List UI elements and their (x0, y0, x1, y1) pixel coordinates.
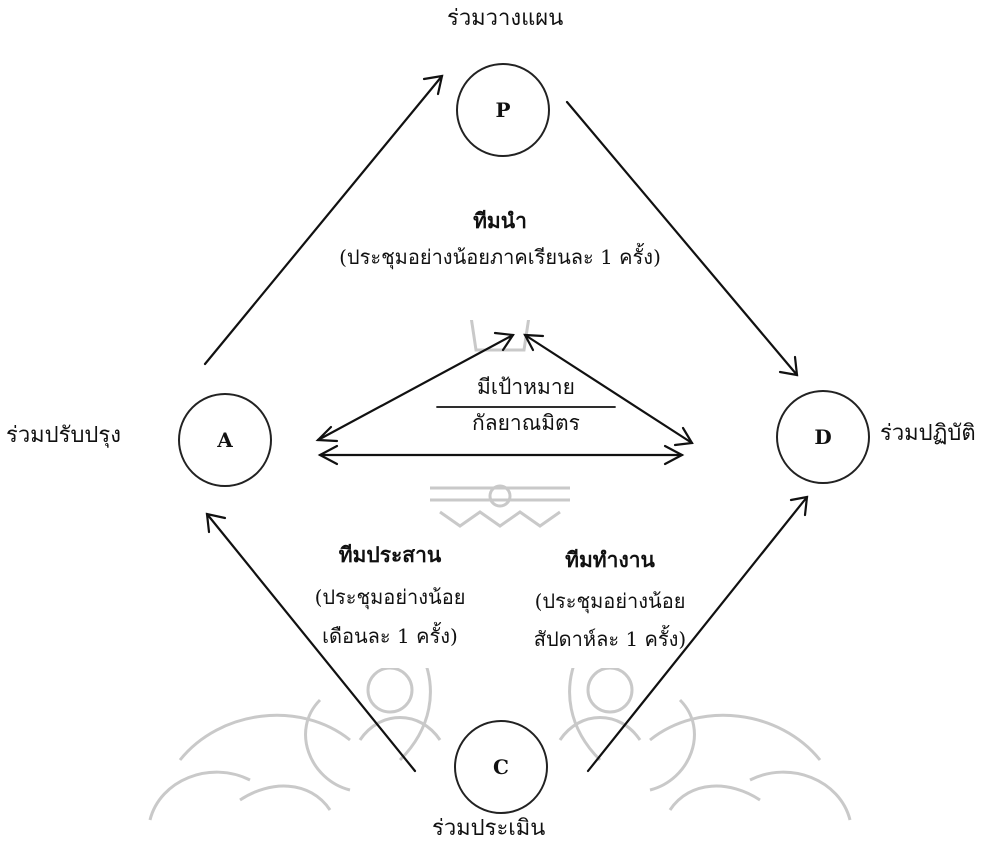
coord-team-note-2: เดือนละ 1 ครั้ง) (295, 624, 485, 648)
arrow-act-to-plan (205, 76, 442, 364)
node-check-letter: C (493, 755, 509, 779)
arrow-plan-to-do (567, 102, 797, 375)
label-plan: ร่วมวางแผน (447, 6, 563, 32)
node-act-letter: A (217, 428, 233, 452)
node-do-letter: D (814, 425, 831, 449)
label-check: ร่วมประเมิน (432, 816, 545, 842)
coord-team-note-1: (ประชุมอย่างน้อย (295, 585, 485, 609)
work-team-note-1: (ประชุมอย่างน้อย (510, 589, 710, 613)
label-act: ร่วมปรับปรุง (6, 423, 121, 449)
lead-team-title: ทีมนำ (410, 208, 590, 233)
work-team-title: ทีมทำงาน (520, 547, 700, 572)
node-check: C (454, 720, 548, 814)
node-plan-letter: P (495, 98, 510, 122)
center-goal: มีเป้าหมาย (436, 375, 616, 400)
node-do: D (776, 390, 870, 484)
label-do: ร่วมปฏิบัติ (880, 421, 976, 447)
node-act: A (178, 393, 272, 487)
center-friendship: กัลยาณมิตร (436, 411, 616, 436)
work-team-note-2: สัปดาห์ละ 1 ครั้ง) (505, 627, 715, 651)
node-plan: P (456, 63, 550, 157)
coord-team-title: ทีมประสาน (300, 542, 480, 567)
lead-team-note: (ประชุมอย่างน้อยภาคเรียนละ 1 ครั้ง) (305, 245, 695, 269)
